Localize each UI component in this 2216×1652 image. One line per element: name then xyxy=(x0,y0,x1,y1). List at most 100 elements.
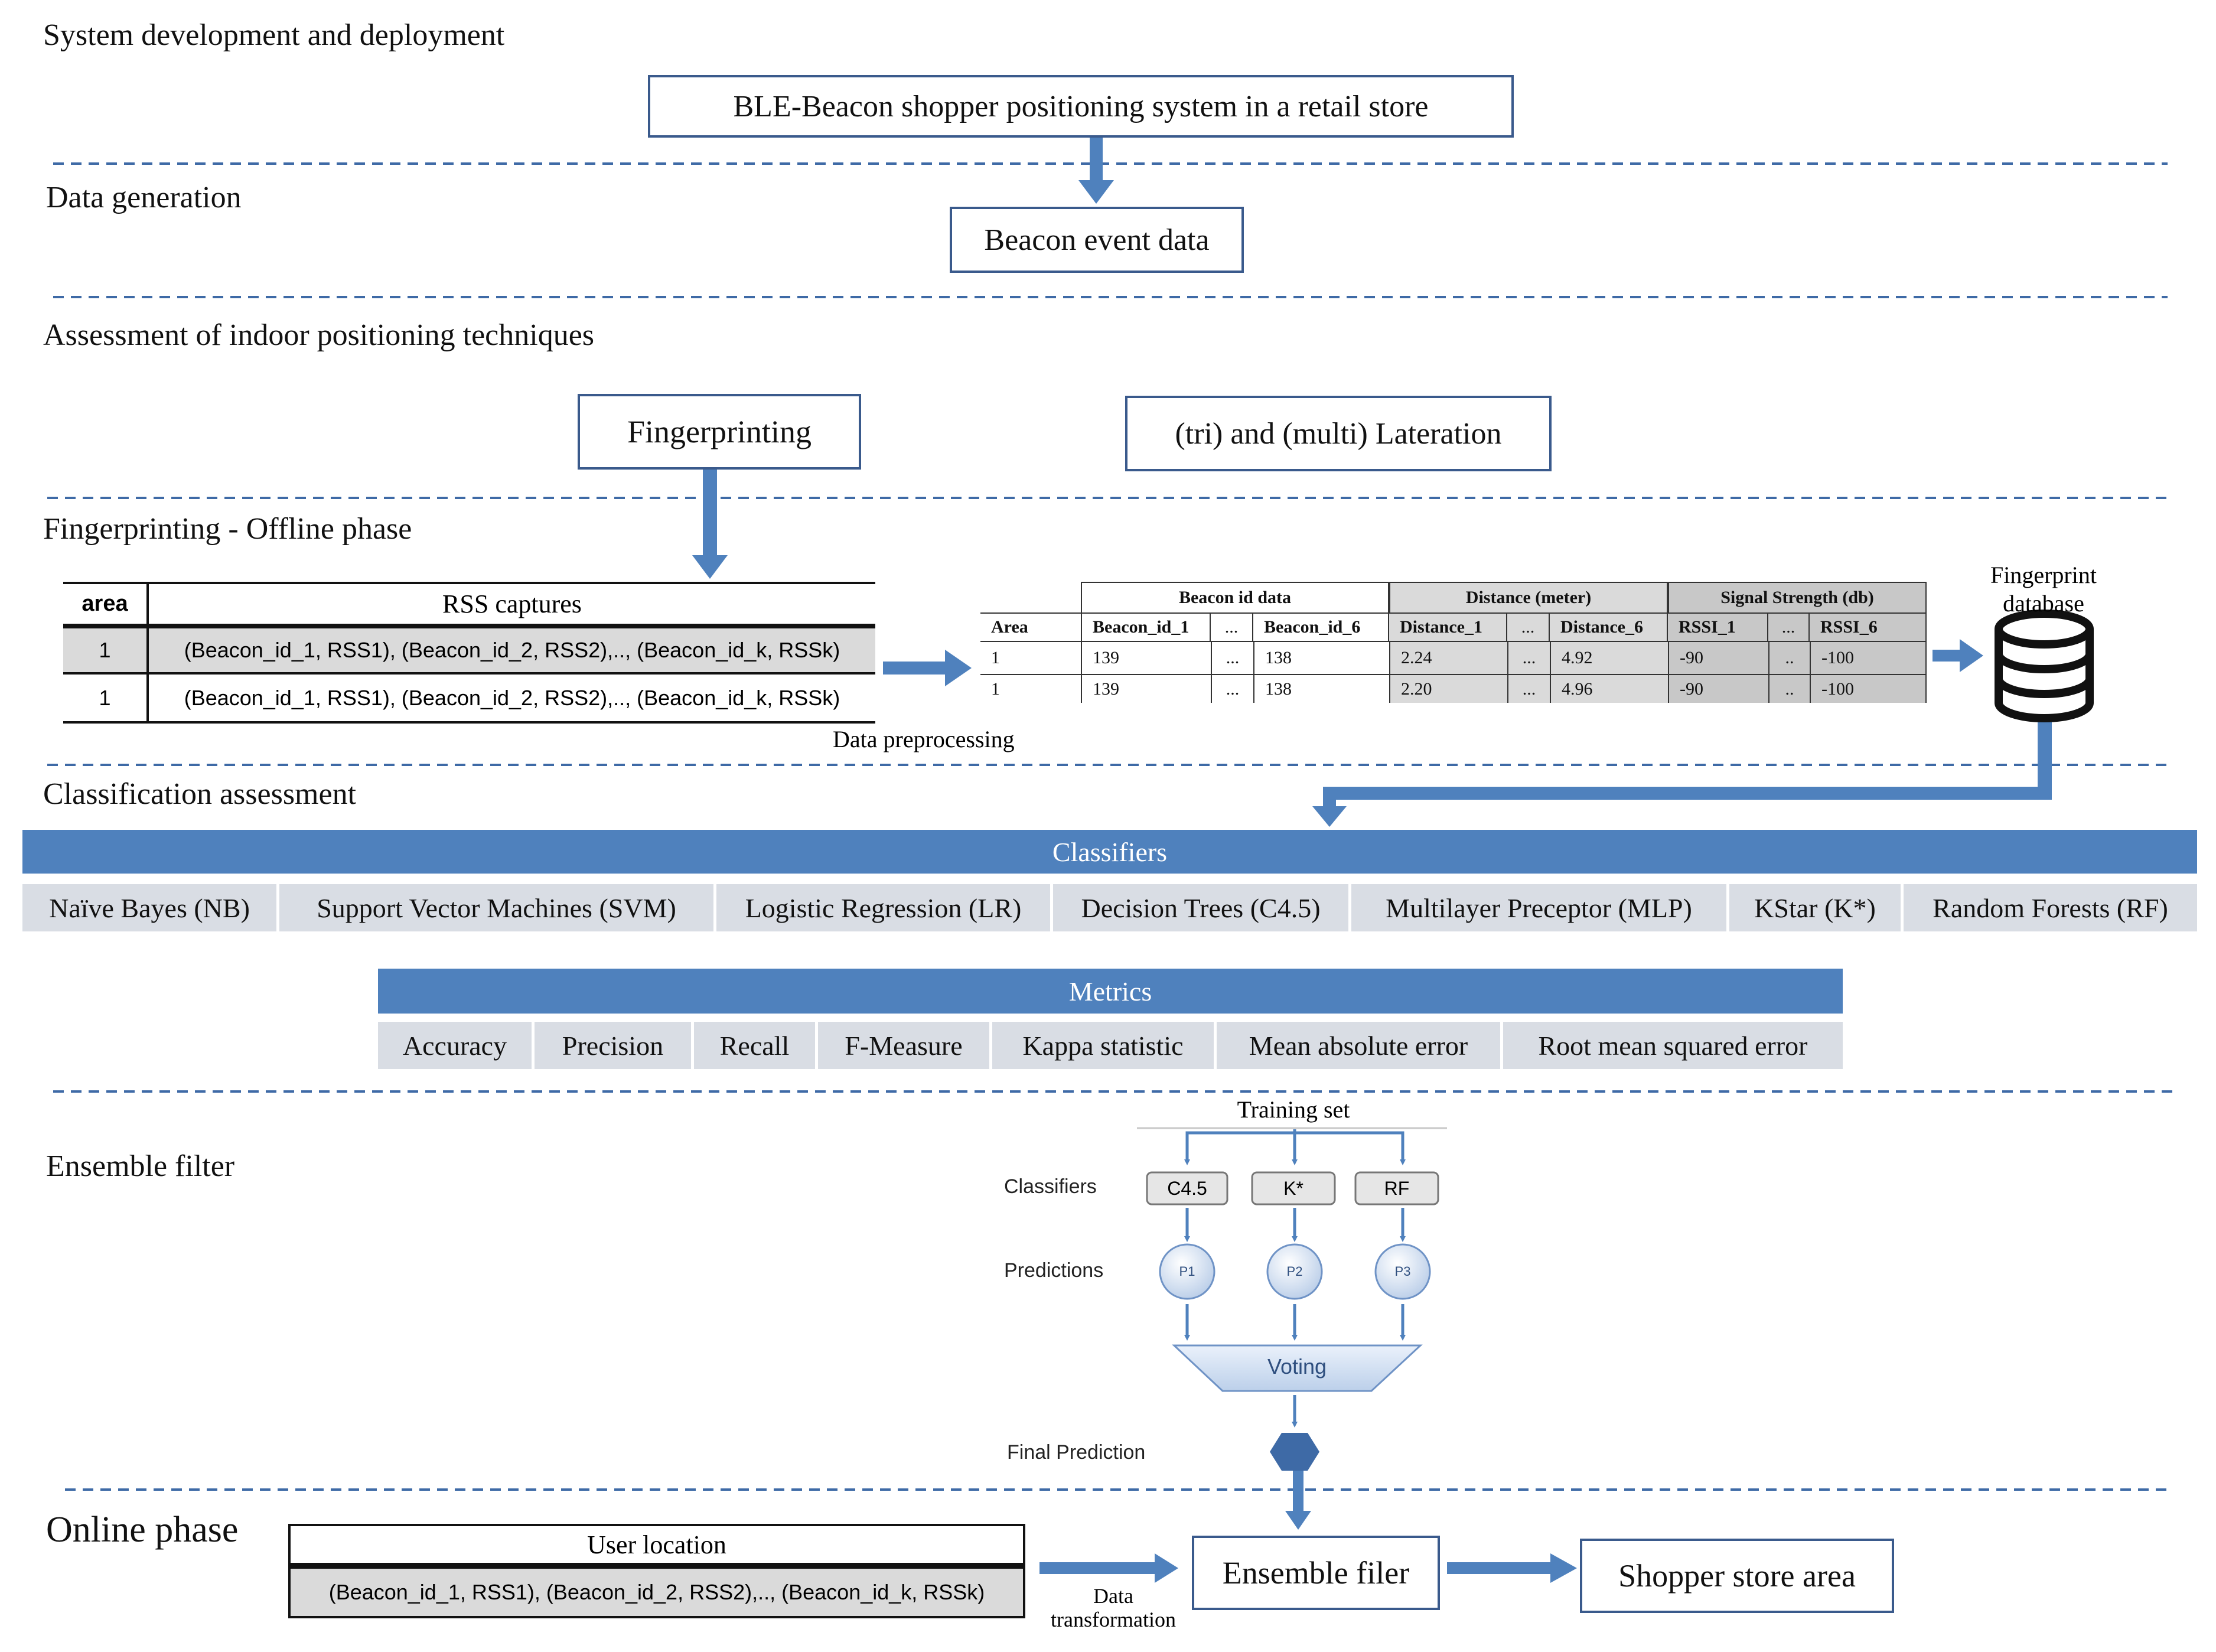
pill-kstar-label: K* xyxy=(1283,1177,1303,1199)
pill-rf-label: RF xyxy=(1384,1177,1410,1199)
arrow-to-db-shaft xyxy=(1933,650,1962,662)
pill-c45 xyxy=(1146,1171,1228,1205)
rss-header-area: area xyxy=(63,584,149,628)
ensemble-mini-diagram xyxy=(1137,1127,1447,1471)
data-transformation-line-2: transformation xyxy=(1051,1608,1176,1631)
classifiers-header: Classifiers xyxy=(22,830,2197,874)
fingerprint-db-label: Fingerprint database xyxy=(1990,562,2097,617)
metric-mae: Mean absolute error xyxy=(1217,1022,1503,1069)
section-dividers xyxy=(47,162,2173,1491)
classifier-c45: Decision Trees (C4.5) xyxy=(1053,884,1351,931)
fingerprinting-box: Fingerprinting xyxy=(578,394,861,470)
section-title-system-dev: System development and deployment xyxy=(43,18,505,52)
pred-1-label: P1 xyxy=(1179,1264,1195,1279)
metric-precision: Precision xyxy=(535,1022,694,1069)
row1-distance-6: 4.92 xyxy=(1550,642,1668,675)
arrow-ble-to-event-head xyxy=(1078,180,1114,204)
row1-distance-1: 2.24 xyxy=(1389,642,1507,675)
section-title-classification: Classification assessment xyxy=(43,777,357,811)
col-beacon-ellipsis: ... xyxy=(1211,612,1253,642)
arrow-ble-to-event-shaft xyxy=(1090,136,1103,183)
row1-rssi-ellipsis: .. xyxy=(1768,642,1810,675)
col-rssi-ellipsis: ... xyxy=(1768,612,1810,642)
training-branch xyxy=(1185,1131,1404,1141)
classifier-mlp: Multilayer Preceptor (MLP) xyxy=(1351,884,1729,931)
rss-row-2-area: 1 xyxy=(63,675,149,721)
metric-f-measure: F-Measure xyxy=(818,1022,992,1069)
arrow-to-area-head xyxy=(1550,1553,1577,1583)
classifier-kstar: KStar (K*) xyxy=(1729,884,1904,931)
row2-rssi-6: -100 xyxy=(1810,675,1927,703)
group-beacon-id: Beacon id data xyxy=(1081,582,1389,612)
metric-rmse: Root mean squared error xyxy=(1503,1022,1843,1069)
col-distance-6: Distance_6 xyxy=(1550,612,1668,642)
metric-recall: Recall xyxy=(694,1022,818,1069)
metric-kappa: Kappa statistic xyxy=(992,1022,1217,1069)
group-distance: Distance (meter) xyxy=(1389,582,1668,612)
processed-table: Beacon id data Distance (meter) Signal S… xyxy=(980,582,1927,703)
lateration-box: (tri) and (multi) Lateration xyxy=(1125,396,1552,471)
col-distance-1: Distance_1 xyxy=(1389,612,1507,642)
final-prediction-label: Final Prediction xyxy=(1007,1441,1146,1464)
arrow-preprocess-head xyxy=(945,650,972,686)
training-set-label: Training set xyxy=(1237,1096,1350,1123)
col-area: Area xyxy=(980,612,1081,642)
section-title-ensemble: Ensemble filter xyxy=(46,1149,235,1183)
ensemble-filer-box: Ensemble filer xyxy=(1192,1536,1440,1610)
row2-rssi-1: -90 xyxy=(1668,675,1768,703)
row2-area: 1 xyxy=(991,679,1000,699)
arrow-to-db-head xyxy=(1960,639,1983,672)
arrow-final-to-filer-head xyxy=(1285,1511,1311,1530)
arrow-transform-shaft xyxy=(1039,1562,1158,1574)
row2-beacon-ellipsis: ... xyxy=(1211,675,1253,703)
final-prediction-hexagon xyxy=(1270,1433,1319,1471)
row1-distance-ellipsis: ... xyxy=(1507,642,1550,675)
pred-circle-1 xyxy=(1159,1243,1215,1300)
arrow-db-elbow-down xyxy=(2038,721,2052,800)
row1-beacon-1: 139 xyxy=(1081,642,1211,675)
ble-system-box: BLE-Beacon shopper positioning system in… xyxy=(648,75,1514,138)
data-transformation-line-1: Data xyxy=(1093,1584,1133,1608)
section-title-assessment: Assessment of indoor positioning techniq… xyxy=(43,318,595,352)
row2-rssi-ellipsis: .. xyxy=(1768,675,1810,703)
arrow-fp-to-table-shaft xyxy=(703,470,717,558)
data-transformation-label: Data transformation xyxy=(1028,1584,1199,1631)
group-signal-strength: Signal Strength (db) xyxy=(1668,582,1927,612)
pred-3-label: P3 xyxy=(1394,1264,1411,1279)
row1-beacon-ellipsis: ... xyxy=(1211,642,1253,675)
col-rssi-1: RSSI_1 xyxy=(1668,612,1768,642)
row2-distance-6: 4.96 xyxy=(1550,675,1668,703)
rss-row-1-area: 1 xyxy=(63,628,149,675)
classifier-lr: Logistic Regression (LR) xyxy=(716,884,1053,931)
arrow-db-elbow-head xyxy=(1312,806,1347,827)
pill-rf xyxy=(1354,1171,1439,1205)
arrow-fp-to-table-head xyxy=(692,555,728,579)
arrow-to-area-shaft xyxy=(1447,1562,1553,1574)
row2-beacon-6: 138 xyxy=(1253,675,1389,703)
beacon-event-box: Beacon event data xyxy=(950,207,1244,273)
user-location-header: User location xyxy=(291,1526,1023,1569)
classifiers-row-label: Classifiers xyxy=(1004,1175,1097,1198)
row1-area: 1 xyxy=(980,642,1081,675)
metrics-header: Metrics xyxy=(378,969,1843,1014)
arrow-preprocess-shaft xyxy=(883,662,948,675)
section-title-data-gen: Data generation xyxy=(46,181,242,214)
predictions-row-label: Predictions xyxy=(1004,1259,1104,1282)
col-rssi-6: RSSI_6 xyxy=(1810,612,1927,642)
col-beacon-6: Beacon_id_6 xyxy=(1253,612,1389,642)
rss-header-captures: RSS captures xyxy=(149,584,875,628)
row1-rssi-1: -90 xyxy=(1668,642,1768,675)
rss-table: area RSS captures 1 (Beacon_id_1, RSS1),… xyxy=(63,582,875,724)
pred-2-label: P2 xyxy=(1286,1264,1303,1279)
section-title-online: Online phase xyxy=(46,1510,239,1550)
metric-accuracy: Accuracy xyxy=(378,1022,535,1069)
pill-kstar xyxy=(1251,1171,1336,1205)
pred-circle-3 xyxy=(1374,1243,1431,1300)
data-preprocessing-label: Data preprocessing xyxy=(833,726,1015,752)
arrow-db-elbow-horizontal xyxy=(1323,787,2052,800)
classifier-rf: Random Forests (RF) xyxy=(1904,884,2197,931)
row2-beacon-1: 139 xyxy=(1081,675,1211,703)
col-beacon-1: Beacon_id_1 xyxy=(1081,612,1211,642)
